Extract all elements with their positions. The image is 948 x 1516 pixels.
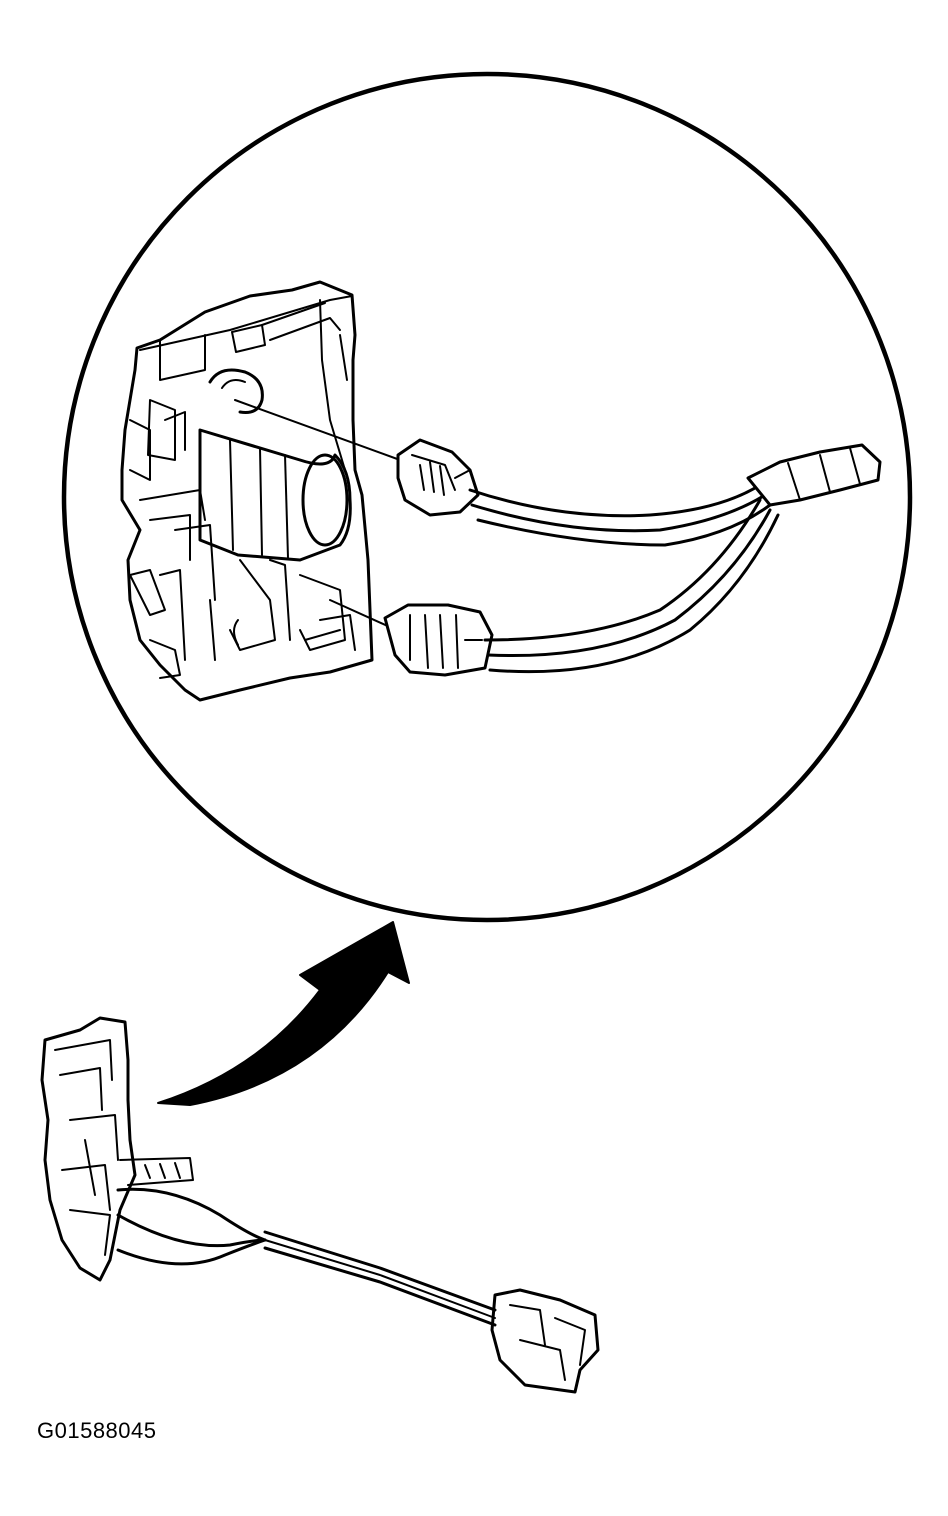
- actuator-housing: [120, 280, 374, 702]
- harness-sleeve: [746, 443, 882, 507]
- lower-connector: [383, 603, 494, 677]
- lower-leader-line: [329, 599, 393, 629]
- actuator-assembly-small: [40, 1016, 600, 1394]
- wire-harness: [468, 483, 780, 674]
- upper-connector: [396, 438, 480, 517]
- curved-arrow: [157, 921, 410, 1106]
- magnified-detail-circle: [61, 71, 913, 923]
- upper-leader-line: [234, 399, 401, 461]
- figure-code-label: G01588045: [37, 1418, 157, 1443]
